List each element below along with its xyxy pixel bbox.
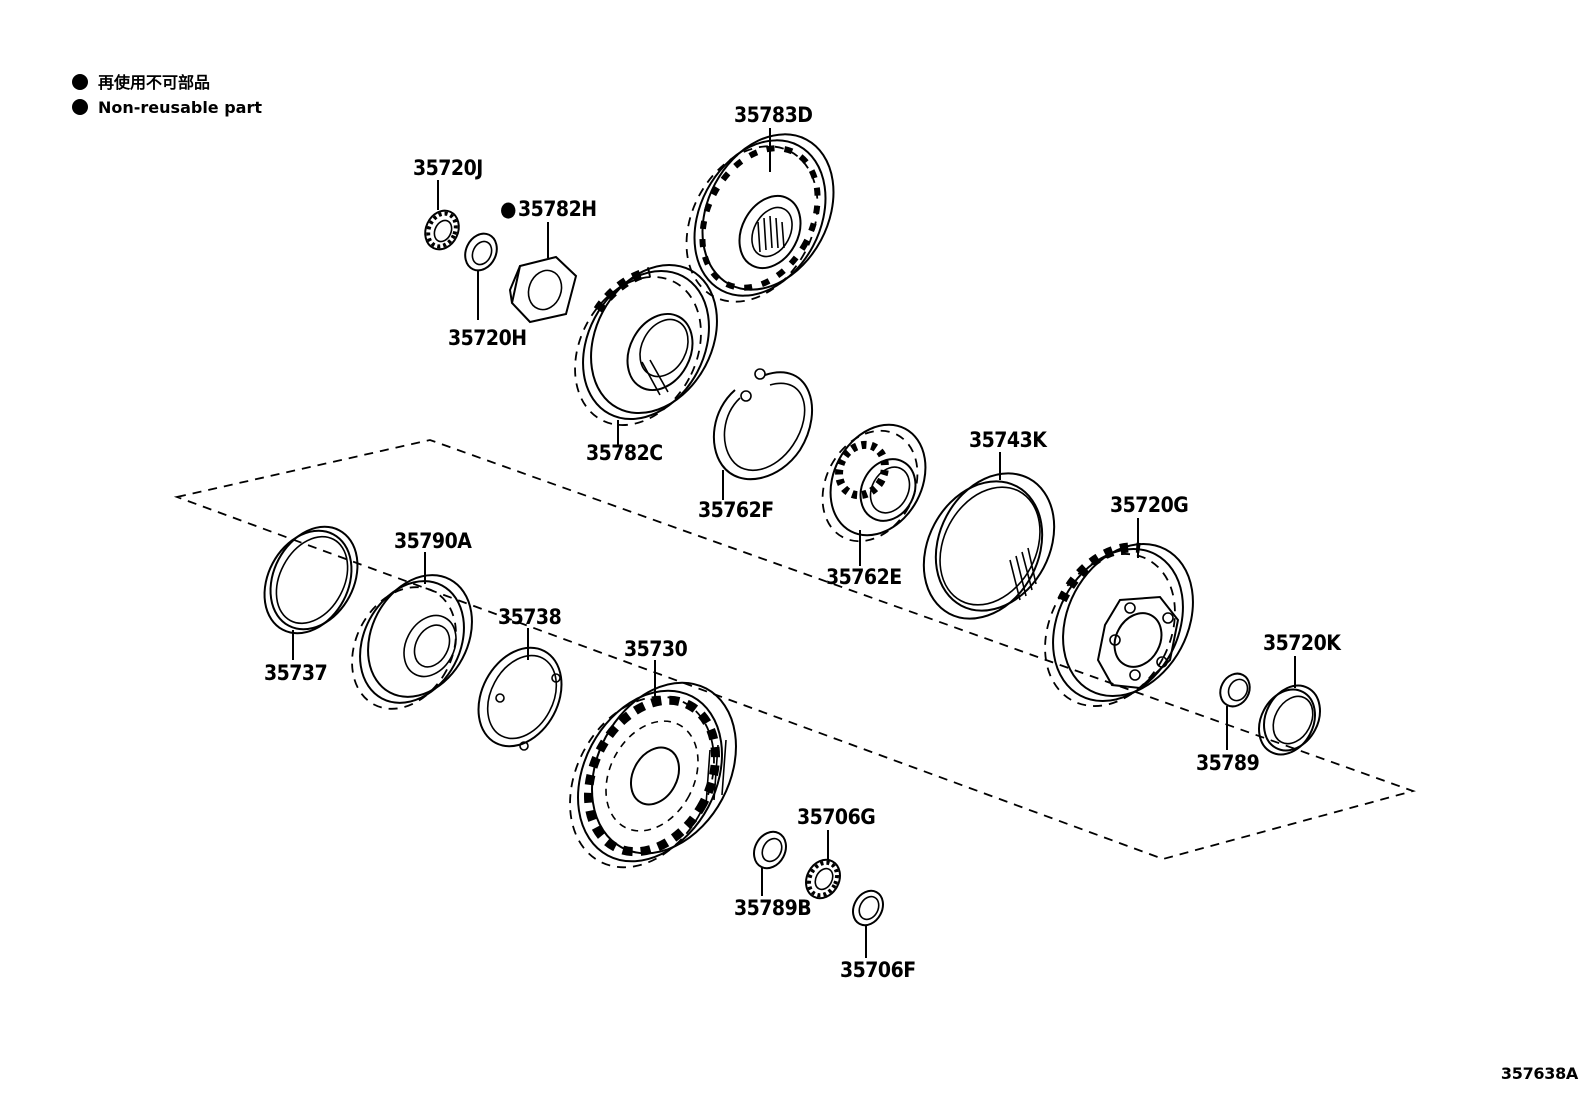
legend-text-en: Non-reusable part [98, 98, 263, 117]
label-35720K: 35720K [1263, 631, 1342, 655]
part-35720J-bearing [424, 180, 460, 251]
label-35762F: 35762F [698, 498, 774, 522]
label-35730: 35730 [624, 637, 688, 661]
label-35738: 35738 [498, 605, 561, 629]
label-35737: 35737 [264, 661, 327, 685]
label-35762E: 35762E [826, 565, 902, 589]
part-35789-washer [1219, 672, 1251, 750]
label-35720G: 35720G [1110, 493, 1188, 517]
label-35706G: 35706G [797, 805, 875, 829]
non-reusable-dot-icon [72, 99, 88, 115]
part-35706G-bearing [805, 830, 841, 900]
label-35782H: 35782H [518, 197, 597, 221]
part-35706F-race [852, 889, 884, 958]
label-35782C: 35782C [586, 441, 663, 465]
legend-item-jp: 再使用不可部品 [72, 73, 210, 93]
part-35720K-seal [1258, 656, 1321, 756]
part-35737-seal-ring [263, 525, 359, 660]
part-35738-plate [477, 628, 563, 751]
part-35720H-race [464, 232, 498, 320]
diagram-reference-number: 357638A [1500, 1064, 1578, 1083]
legend-text-jp: 再使用不可部品 [98, 73, 211, 92]
part-35762E-planetary-carrier [821, 423, 927, 566]
part-35782H-nut [508, 222, 578, 324]
label-35789B: 35789B [734, 896, 811, 920]
part-35743K-ring-gear [922, 452, 1056, 620]
assembly-boundary [173, 439, 1417, 860]
label-35706F: 35706F [840, 958, 916, 982]
label-35783D: 35783D [734, 103, 812, 127]
label-35720J: 35720J [413, 156, 483, 180]
non-reusable-marker: ● [500, 197, 516, 221]
part-35762F-snap-ring [712, 368, 814, 500]
legend-item-en: Non-reusable part [72, 98, 262, 118]
non-reusable-dot-icon [72, 74, 88, 90]
label-35720H: 35720H [448, 326, 527, 350]
part-35730-clutch-drum [569, 660, 737, 869]
label-35743K: 35743K [969, 428, 1048, 452]
part-35790A-clutch-piston [351, 552, 473, 710]
part-35782C-gear [574, 263, 718, 446]
label-35790A: 35790A [394, 529, 472, 553]
part-35789B-washer [753, 830, 787, 896]
label-35789: 35789 [1196, 751, 1259, 775]
part-35783D-gear [685, 128, 835, 303]
part-35720G-drum [1044, 518, 1194, 707]
